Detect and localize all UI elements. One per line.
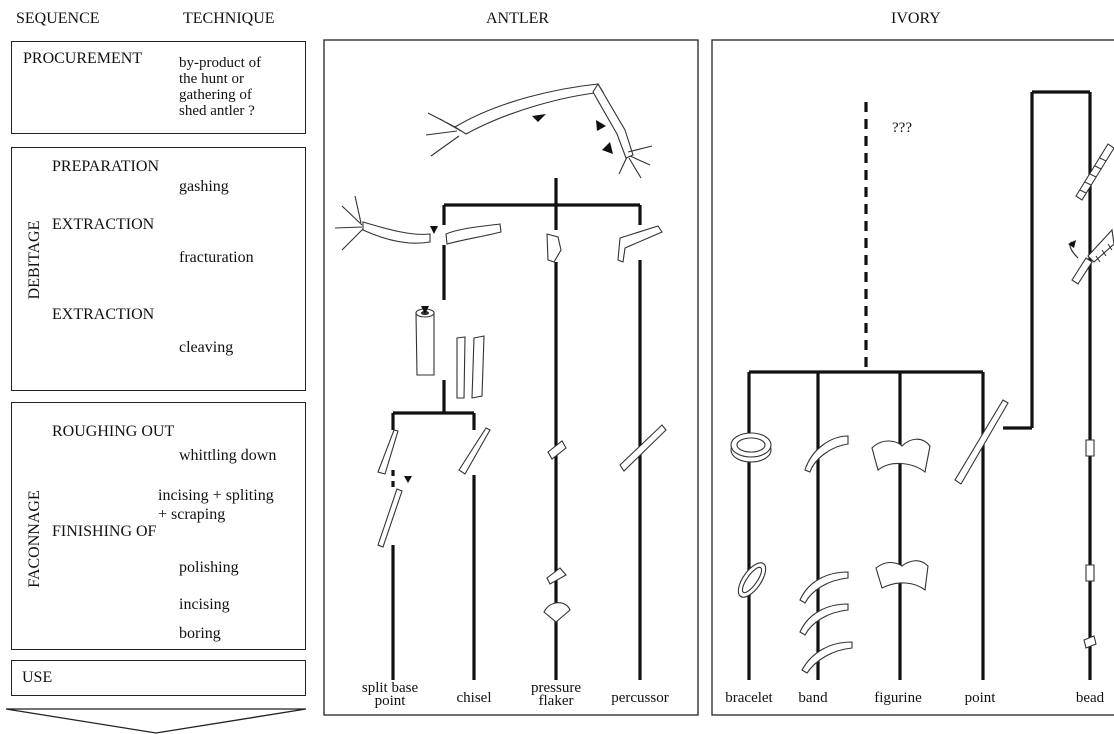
procurement-technique-1: by-product of [179, 55, 262, 71]
antler-sketches [334, 82, 667, 623]
point-label: point [964, 690, 996, 706]
extraction-label-2: EXTRACTION [52, 306, 155, 323]
antler-base [362, 221, 431, 244]
use-label: USE [22, 669, 53, 686]
finishing-of-label: FINISHING OF [52, 523, 157, 540]
incising-spliting-label: incising + spliting [158, 487, 274, 504]
bracelet-label: bracelet [725, 690, 773, 706]
split-base-point-label-1: split base [361, 680, 419, 696]
figurine-label: figurine [874, 690, 922, 706]
debitage-box: DEBITAGE PREPARATION gashing EXTRACTION … [11, 147, 306, 391]
bead-label: bead [1075, 690, 1105, 706]
antler-beam [453, 83, 604, 135]
polishing-label: polishing [179, 559, 239, 576]
roughing-out-label: ROUGHING OUT [52, 423, 175, 440]
sequence-arrow [5, 708, 307, 734]
scraping-label: + scraping [158, 506, 226, 523]
boring-label: boring [179, 625, 221, 642]
procurement-box: PROCUREMENT by-product of the hunt or ga… [11, 41, 306, 134]
use-box: USE [11, 660, 306, 696]
procurement-technique-3: gathering of [179, 87, 252, 103]
pressure-flaker-label-1: pressure [531, 680, 581, 696]
extraction-label-1: EXTRACTION [52, 216, 155, 233]
cleaving-label: cleaving [179, 339, 234, 356]
antler-panel [323, 39, 699, 716]
faconnage-box: FACONNAGE ROUGHING OUT whittling down in… [11, 402, 306, 650]
ivory-unknown-label: ??? [892, 120, 912, 136]
procurement-label: PROCUREMENT [23, 50, 143, 67]
antler-tine [592, 82, 634, 159]
antler-cylinder [415, 312, 435, 376]
procurement-technique-4: shed antler ? [179, 103, 255, 119]
gashing-label: gashing [179, 178, 229, 195]
ivory-sketches [730, 143, 1114, 674]
header-technique: TECHNIQUE [183, 10, 275, 27]
procurement-technique-2: the hunt or [179, 71, 244, 87]
preparation-label: PREPARATION [52, 158, 159, 175]
incising-label: incising [179, 596, 230, 613]
pressure-flaker-label-2: flaker [538, 693, 574, 709]
ivory-panel [711, 39, 1114, 716]
header-sequence: SEQUENCE [16, 10, 100, 27]
ivory-bead-stripes [1079, 157, 1113, 263]
ivory-connectors [747, 90, 1092, 680]
split-base-point-label-2: point [374, 693, 406, 709]
chisel-label: chisel [456, 690, 492, 706]
antler-connectors [391, 178, 642, 680]
fracturation-label: fracturation [179, 249, 254, 266]
percussor-label: percussor [611, 690, 669, 706]
header-antler: ANTLER [486, 10, 550, 27]
header-ivory: IVORY [891, 10, 941, 27]
whittling-down-label: whittling down [179, 447, 277, 464]
band-label: band [798, 690, 828, 706]
antler-arrowheads [404, 114, 613, 483]
